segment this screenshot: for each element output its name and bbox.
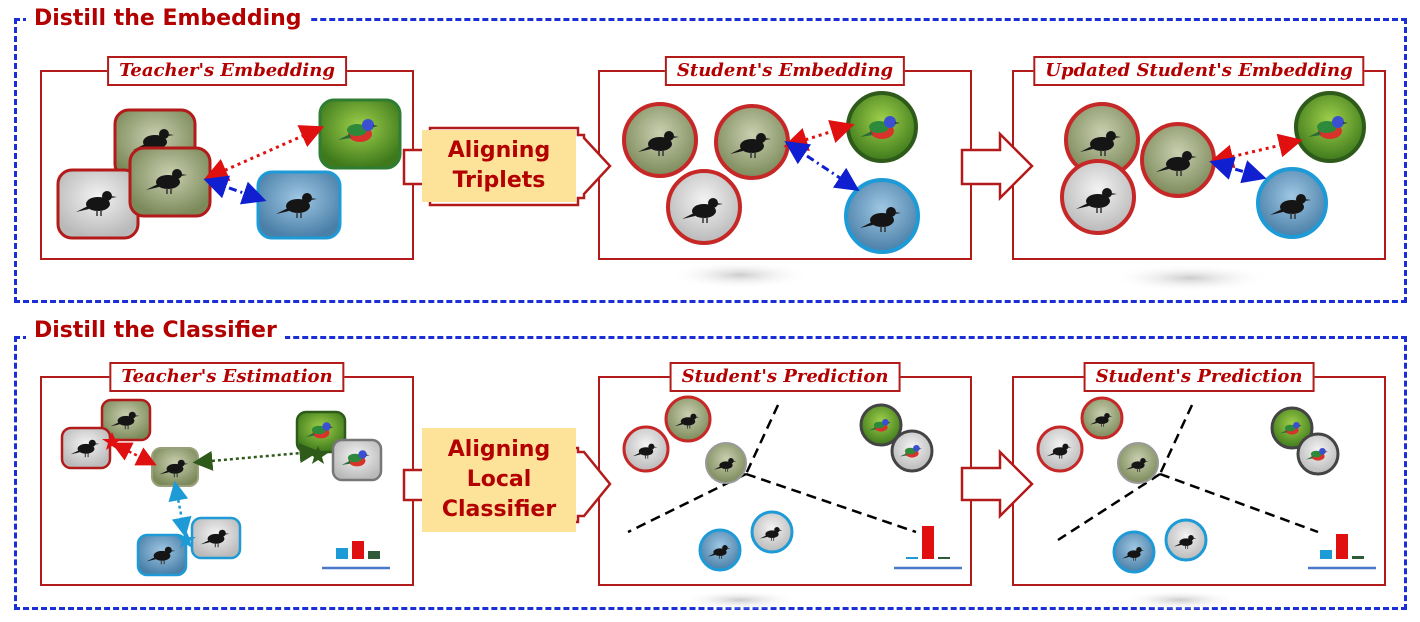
star-icon — [176, 530, 196, 548]
bar-histogram-icon — [894, 526, 962, 570]
embedding-section — [14, 18, 1407, 303]
bar-histogram-icon — [322, 541, 390, 570]
big-arrow-row1-b — [960, 130, 1034, 202]
aligning-triplets-step: Aligning Triplets — [422, 130, 576, 202]
aligning-triplets-text: Aligning Triplets — [447, 138, 551, 193]
student-prediction-label-1: Student's Prediction — [669, 362, 901, 392]
big-arrow-row2-b — [960, 448, 1034, 520]
classifier-section-title: Distill the Classifier — [26, 318, 285, 344]
student-prediction-1-images — [622, 395, 934, 610]
teacher-estimation-label: Teacher's Estimation — [109, 362, 345, 392]
aligning-local-classifier-step: Aligning Local Classifier — [422, 428, 576, 532]
updated-student-embedding-images — [1060, 91, 1366, 292]
student-prediction-2-images — [1036, 396, 1340, 610]
student-embedding-label: Student's Embedding — [664, 56, 906, 86]
aligning-local-classifier-text: Aligning Local Classifier — [441, 437, 557, 522]
teacher-embedding-label: Teacher's Embedding — [107, 56, 347, 86]
student-prediction-label-2: Student's Prediction — [1083, 362, 1315, 392]
student-embedding-images — [622, 91, 920, 289]
teacher-embedding-images — [56, 98, 402, 240]
teacher-estimation-images — [60, 398, 383, 577]
updated-student-embedding-label: Updated Student's Embedding — [1033, 56, 1365, 86]
bar-histogram-icon — [1308, 534, 1376, 570]
embedding-section-title: Distill the Embedding — [26, 6, 310, 32]
star-icon — [102, 432, 122, 450]
